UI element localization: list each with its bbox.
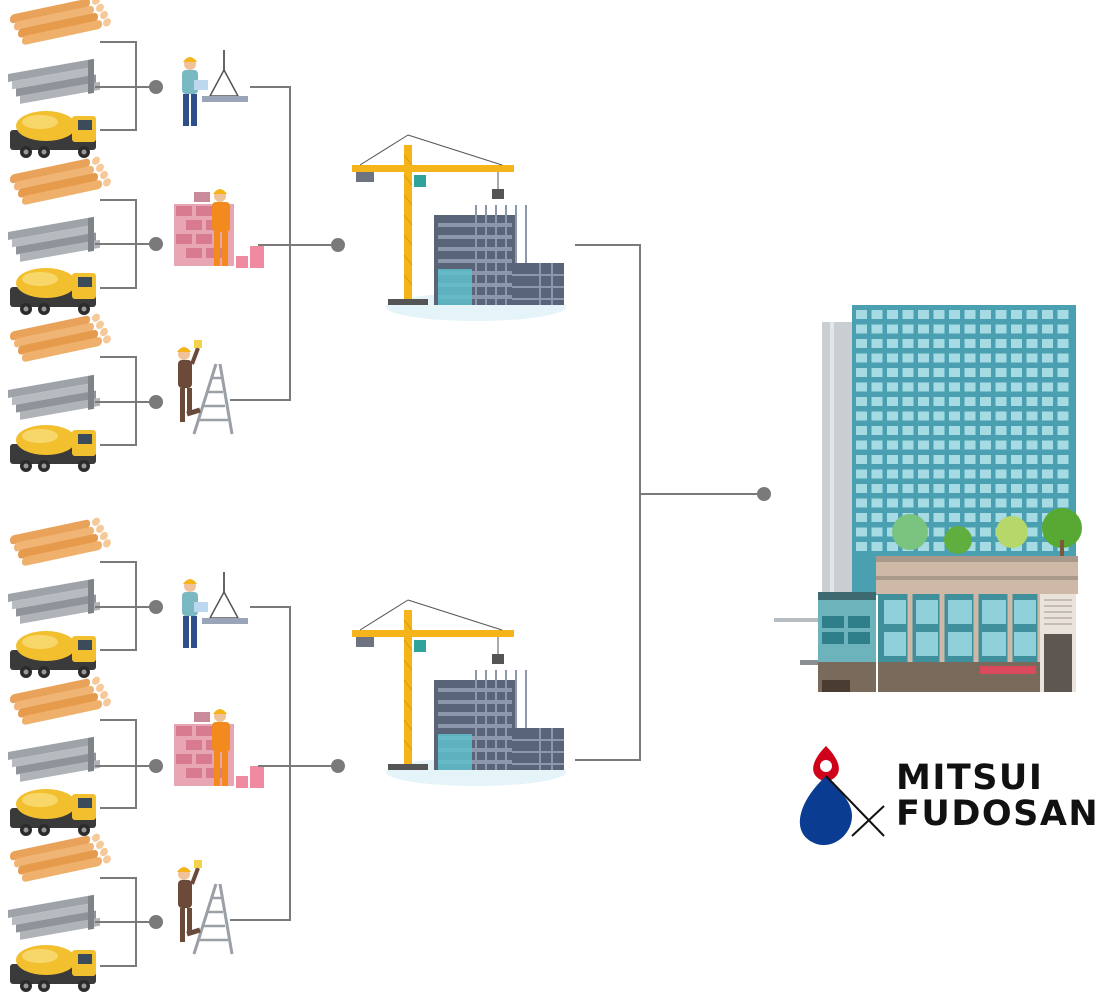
steel-beams-icon	[8, 577, 100, 628]
group-top	[8, 0, 567, 472]
steel-beams-icon	[8, 373, 100, 424]
finished-office-building-icon	[774, 305, 1082, 692]
steel-beams-icon	[8, 57, 100, 108]
cement-mixer-truck-icon	[10, 631, 96, 678]
cement-mixer-truck-icon	[10, 425, 96, 472]
crane-operator-icon	[181, 49, 249, 127]
steel-beams-icon	[8, 893, 100, 944]
worker-connectors	[230, 86, 338, 401]
cement-mixer-truck-icon	[10, 789, 96, 836]
connector-node	[149, 395, 163, 409]
lumber-icon	[10, 0, 111, 48]
construction-crane-site-icon	[351, 134, 567, 322]
brand-line-1: MITSUI	[896, 758, 1044, 798]
construction-crane-site-icon	[351, 599, 567, 787]
painter-on-ladder-icon	[177, 340, 232, 434]
connector-node	[149, 759, 163, 773]
lumber-icon	[10, 830, 111, 885]
group-bottom	[8, 514, 567, 992]
lumber-icon	[10, 310, 111, 365]
connector-node	[149, 600, 163, 614]
connector-node	[149, 80, 163, 94]
material-connectors	[95, 41, 156, 446]
bricklayer-icon	[174, 709, 264, 788]
site-connectors	[575, 244, 764, 761]
brand-line-2: FUDOSAN	[896, 794, 1100, 834]
cement-mixer-truck-icon	[10, 268, 96, 315]
bricklayer-icon	[174, 189, 264, 268]
material-connectors	[95, 561, 156, 967]
cement-mixer-truck-icon	[10, 111, 96, 158]
connector-node	[149, 915, 163, 929]
cement-mixer-truck-icon	[10, 945, 96, 992]
steel-beams-icon	[8, 735, 100, 786]
lumber-icon	[10, 673, 111, 728]
lumber-icon	[10, 153, 111, 208]
connector-node	[149, 237, 163, 251]
mitsui-fudosan-logo	[799, 746, 885, 846]
painter-on-ladder-icon	[177, 860, 232, 954]
connector-node	[331, 759, 345, 773]
crane-operator-icon	[181, 571, 249, 649]
worker-connectors	[230, 606, 338, 921]
connector-node	[757, 487, 771, 501]
connector-node	[331, 238, 345, 252]
brand-wordmark: MITSUI FUDOSAN	[896, 760, 1099, 832]
lumber-icon	[10, 514, 111, 569]
steel-beams-icon	[8, 215, 100, 266]
